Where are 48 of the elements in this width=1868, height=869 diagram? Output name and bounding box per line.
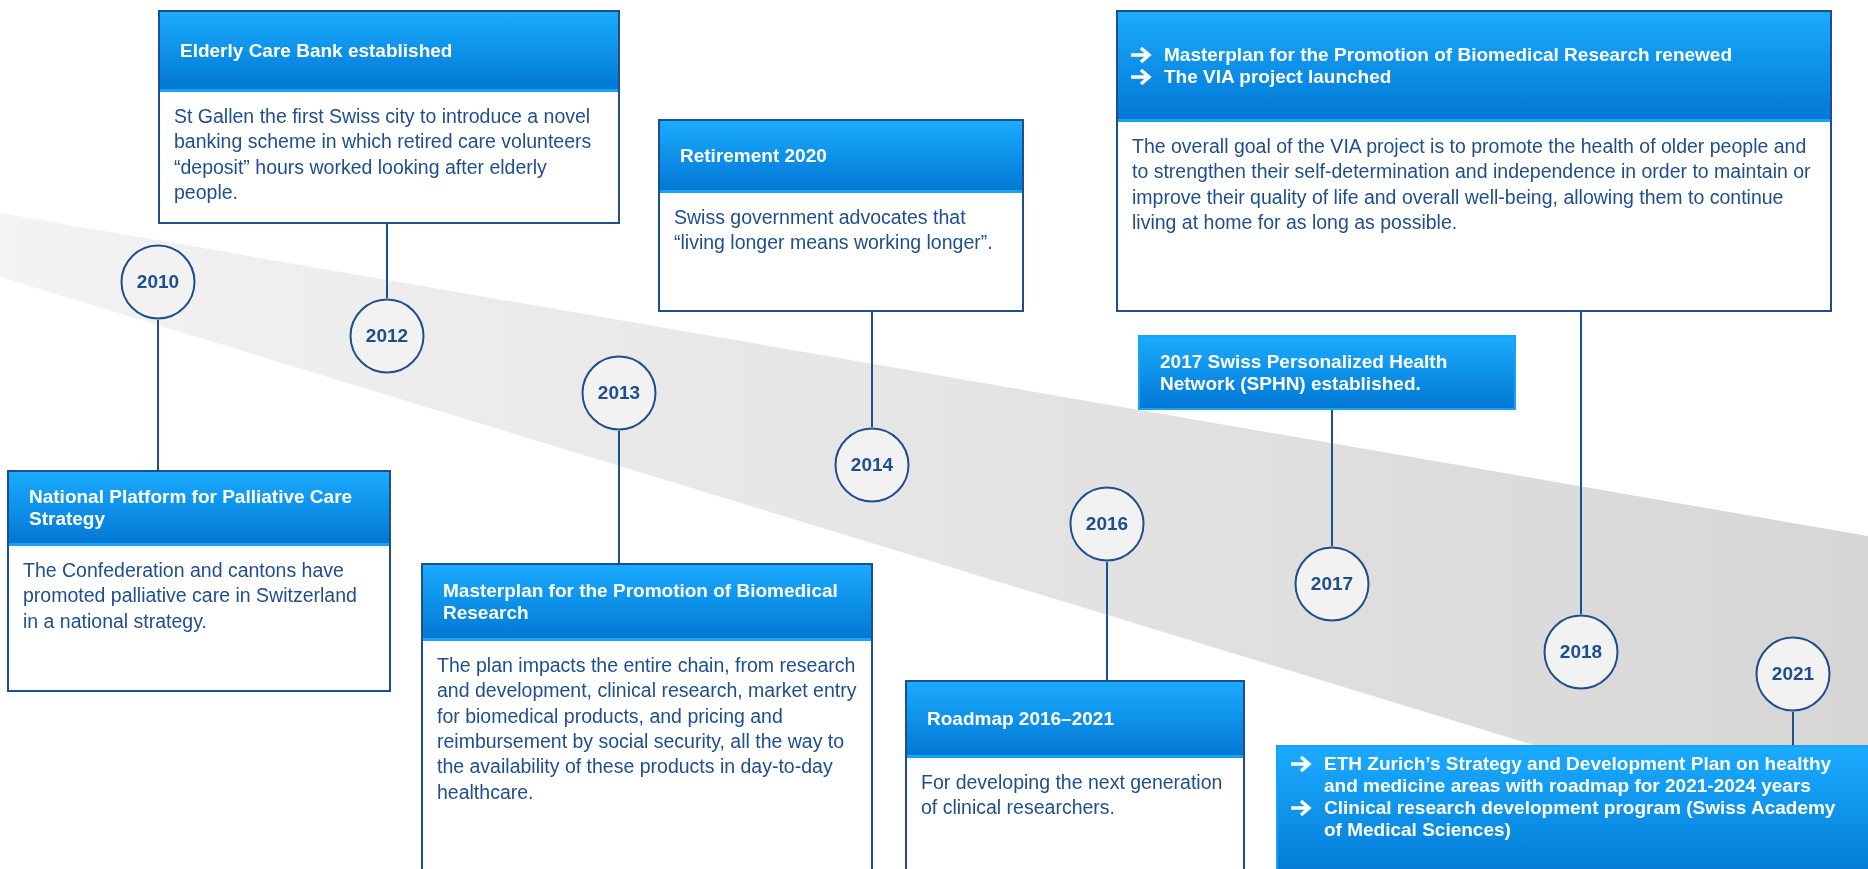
card-heading: Clinical research development program (Swiss Academy of Medical Sciences) [1324,796,1837,841]
connector-line [157,319,159,471]
card-description: The plan impacts the entire chain, from research and development, clinical research, market entry for biomedical products, and pricing and reimbursement by social security, all the way to the availability of these products in day-to-day healthcare. [436,653,858,805]
card-heading: ETH Zurich’s Strategy and Development Plan on healthy and medicine areas with roadmap for 2021-2024 years [1324,753,1833,797]
connector-line [1106,561,1108,681]
connector-line [386,223,388,299]
card-description: St Gallen the first Swiss city to introduce a novel banking scheme in which retired care volunteers “deposit” hours worked looking after elderly people. [173,104,593,206]
card-heading: National Platform for Palliative Care Strategy [29,485,354,530]
year-circle [1755,636,1831,712]
year-circle [1294,546,1370,622]
event-card [1116,10,1832,312]
card-heading: The VIA project launched [1164,65,1392,88]
card-heading: 2017 Swiss Personalized Health Network (SPHN) established. [1160,350,1449,395]
card-heading: Masterplan for the Promotion of Biomedical Research [443,579,839,624]
year-label: 2012 [364,325,410,347]
connector-line [1580,311,1582,615]
year-circle [581,355,657,431]
card-description: The overall goal of the VIA project is to promote the health of older people and to strengthen their self-determination and independence in order to maintain or improve their quality of life and overall well-being, allowing them to continue living at home for as long as possible. [1131,134,1812,236]
year-circle [349,298,425,374]
year-label: 2014 [849,454,895,476]
year-label: 2010 [135,271,181,293]
year-circle [1069,486,1145,562]
year-label: 2021 [1770,663,1816,685]
year-circle [834,427,910,503]
connector-line [1331,409,1333,547]
card-heading: Roadmap 2016–2021 [927,707,1114,730]
year-label: 2013 [596,382,642,404]
connector-line [618,430,620,564]
card-description: For developing the next generation of clinical researchers. [920,770,1224,821]
year-label: 2017 [1309,573,1355,595]
card-heading: Elderly Care Bank established [180,39,453,62]
card-description: Swiss government advocates that “living longer means working longer”. [673,205,994,256]
event-card [7,470,391,692]
card-heading: Masterplan for the Promotion of Biomedical Research renewed [1164,43,1732,66]
event-card [658,119,1024,312]
year-label: 2018 [1558,641,1604,663]
event-card [158,10,620,224]
event-card [421,563,873,869]
card-description: The Confederation and cantons have promoted palliative care in Switzerland in a national strategy. [22,558,358,634]
event-card [1276,745,1868,869]
card-heading: Retirement 2020 [680,144,827,167]
year-circle [120,244,196,320]
event-card [905,680,1245,869]
event-card [1138,335,1516,410]
connector-line [871,311,873,428]
connector-line [1792,711,1794,746]
year-label: 2016 [1084,513,1130,535]
year-circle [1543,614,1619,690]
